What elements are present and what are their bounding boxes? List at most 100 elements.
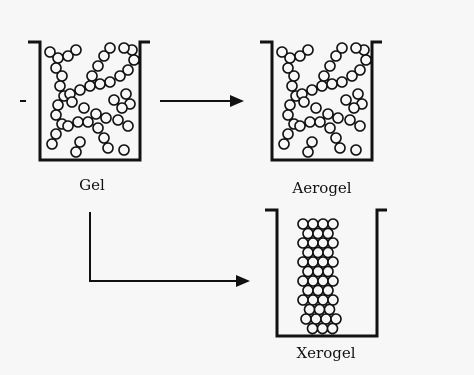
particle: [93, 123, 103, 133]
xerogel-particle-cluster: [298, 219, 341, 334]
particle: [99, 133, 109, 143]
particle: [123, 65, 133, 75]
particle: [319, 71, 329, 81]
particle: [323, 109, 333, 119]
particle: [298, 257, 308, 267]
particle: [53, 100, 63, 110]
particle: [317, 81, 327, 91]
particle: [299, 97, 309, 107]
particle: [123, 121, 133, 131]
particle: [103, 143, 113, 153]
particle: [298, 219, 308, 229]
particle: [323, 267, 333, 277]
particle: [121, 89, 131, 99]
particle: [355, 65, 365, 75]
particle: [85, 81, 95, 91]
particle: [307, 137, 317, 147]
particle: [71, 147, 81, 157]
particle: [327, 79, 337, 89]
particle: [313, 248, 323, 258]
particle: [295, 121, 305, 131]
particle: [328, 238, 338, 248]
particle: [79, 103, 89, 113]
particle: [323, 229, 333, 239]
particle: [301, 314, 311, 324]
particle: [318, 238, 328, 248]
particle: [308, 276, 318, 286]
particle: [87, 71, 97, 81]
particle: [73, 117, 83, 127]
particle: [305, 117, 315, 127]
particle: [351, 43, 361, 53]
particle: [318, 324, 328, 334]
particle: [83, 117, 93, 127]
particle: [315, 117, 325, 127]
particle: [353, 89, 363, 99]
particle: [303, 147, 313, 157]
particle: [318, 276, 328, 286]
particle: [341, 95, 351, 105]
particle: [67, 97, 77, 107]
particle: [287, 81, 297, 91]
particle: [47, 139, 57, 149]
particle: [279, 139, 289, 149]
particle: [323, 248, 333, 258]
particle: [325, 61, 335, 71]
particle: [298, 295, 308, 305]
particle: [113, 115, 123, 125]
particle: [328, 324, 338, 334]
particle: [303, 248, 313, 258]
particle: [119, 145, 129, 155]
gel-label: Gel: [72, 176, 112, 194]
particle: [325, 123, 335, 133]
particle: [313, 229, 323, 239]
particle: [328, 219, 338, 229]
particle: [351, 145, 361, 155]
particle: [289, 71, 299, 81]
particle: [91, 109, 101, 119]
particle: [318, 219, 328, 229]
particle: [311, 314, 321, 324]
particle: [285, 100, 295, 110]
particle: [321, 314, 331, 324]
gel-to-aerogel-arrow: [160, 95, 244, 107]
particle: [75, 85, 85, 95]
particle: [303, 267, 313, 277]
particle: [333, 113, 343, 123]
particle: [308, 257, 318, 267]
particle: [308, 219, 318, 229]
particle: [51, 110, 61, 120]
particle: [303, 229, 313, 239]
particle: [331, 133, 341, 143]
particle: [308, 295, 318, 305]
particle: [63, 121, 73, 131]
particle: [337, 43, 347, 53]
particle: [119, 43, 129, 53]
particle: [313, 286, 323, 296]
gel-particle-network: [45, 43, 139, 157]
particle: [105, 77, 115, 87]
particle: [325, 305, 335, 315]
particle: [101, 113, 111, 123]
particle: [53, 53, 63, 63]
particle: [298, 276, 308, 286]
particle: [323, 286, 333, 296]
particle: [307, 85, 317, 95]
particle: [361, 55, 371, 65]
particle: [303, 286, 313, 296]
particle: [318, 295, 328, 305]
particle: [303, 45, 313, 55]
particle: [298, 238, 308, 248]
particle: [335, 143, 345, 153]
particle: [283, 110, 293, 120]
particle: [345, 115, 355, 125]
particle: [328, 276, 338, 286]
particle: [315, 305, 325, 315]
particle: [75, 137, 85, 147]
particle: [311, 103, 321, 113]
particle: [109, 95, 119, 105]
particle: [129, 55, 139, 65]
particle: [71, 45, 81, 55]
particle: [305, 305, 315, 315]
